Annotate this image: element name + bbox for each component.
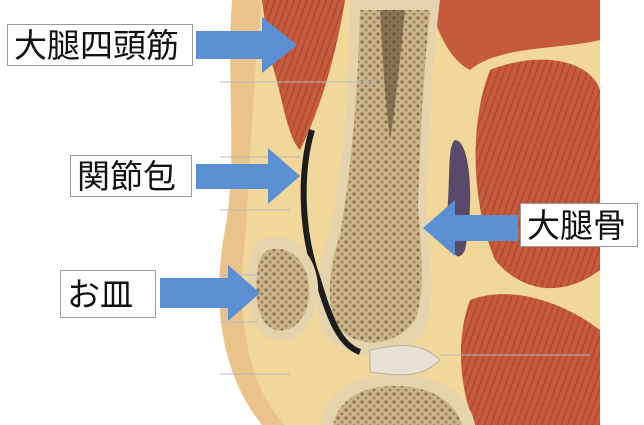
arrow-quadriceps [196, 17, 297, 73]
label-quadriceps: 大腿四頭筋 [7, 24, 193, 66]
label-joint-capsule: 関節包 [70, 155, 192, 197]
patella-bone [247, 237, 319, 341]
label-patella: お皿 [60, 270, 156, 318]
ligament [369, 345, 441, 376]
arrow-joint-capsule [196, 148, 300, 204]
arrows [160, 17, 518, 321]
leader-lines [220, 81, 590, 375]
tibia-bone [320, 375, 475, 425]
arrow-femur [423, 200, 518, 256]
femur-bone [316, 0, 440, 357]
arrow-patella [160, 265, 260, 321]
label-femur: 大腿骨 [520, 203, 638, 247]
